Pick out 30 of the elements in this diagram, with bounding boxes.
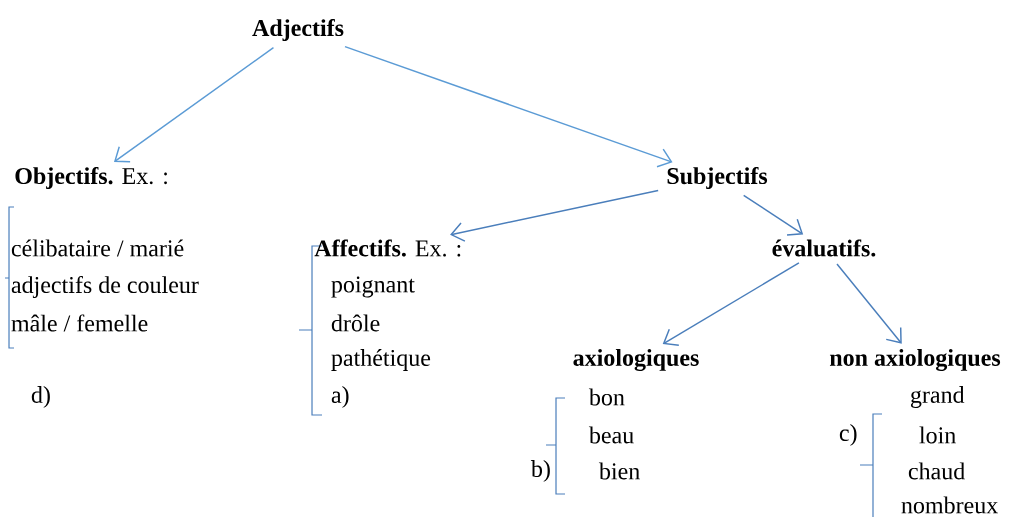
example-word: adjectifs de couleur (11, 276, 199, 298)
example-word: nombreux (901, 496, 998, 514)
arrow (113, 46, 275, 163)
arrow (662, 262, 800, 347)
example-word: poignant (331, 276, 415, 298)
example-word: célibataire / marié (11, 239, 184, 257)
category-label: non axiologiques (829, 349, 1001, 371)
category-label: Objectifs. Ex. : (15, 167, 167, 189)
example-word: grand (910, 386, 965, 408)
arrow (344, 45, 673, 168)
example-word: c) (839, 424, 857, 446)
arrow (450, 189, 659, 242)
category-label: Subjectifs (667, 167, 768, 189)
example-word: bien (598, 462, 640, 480)
example-word: beau (588, 426, 634, 444)
category-label: axiologiques (573, 349, 699, 371)
example-word: bon (588, 388, 625, 406)
example-word: chaud (908, 462, 965, 480)
example-word: drôle (331, 314, 380, 332)
example-word: pathétique (331, 349, 431, 371)
arrow (742, 194, 804, 236)
arrow (836, 263, 902, 344)
category-label: Affectifs. Ex. : (314, 239, 461, 257)
category-label: évaluatifs. (772, 239, 876, 257)
category-label: Adjectifs (252, 19, 344, 41)
example-word: a) (331, 386, 349, 408)
example-word: mâle / femelle (11, 314, 148, 332)
example-word: loin (919, 426, 956, 444)
example-word: b) (530, 460, 550, 482)
example-word: d) (31, 386, 50, 408)
